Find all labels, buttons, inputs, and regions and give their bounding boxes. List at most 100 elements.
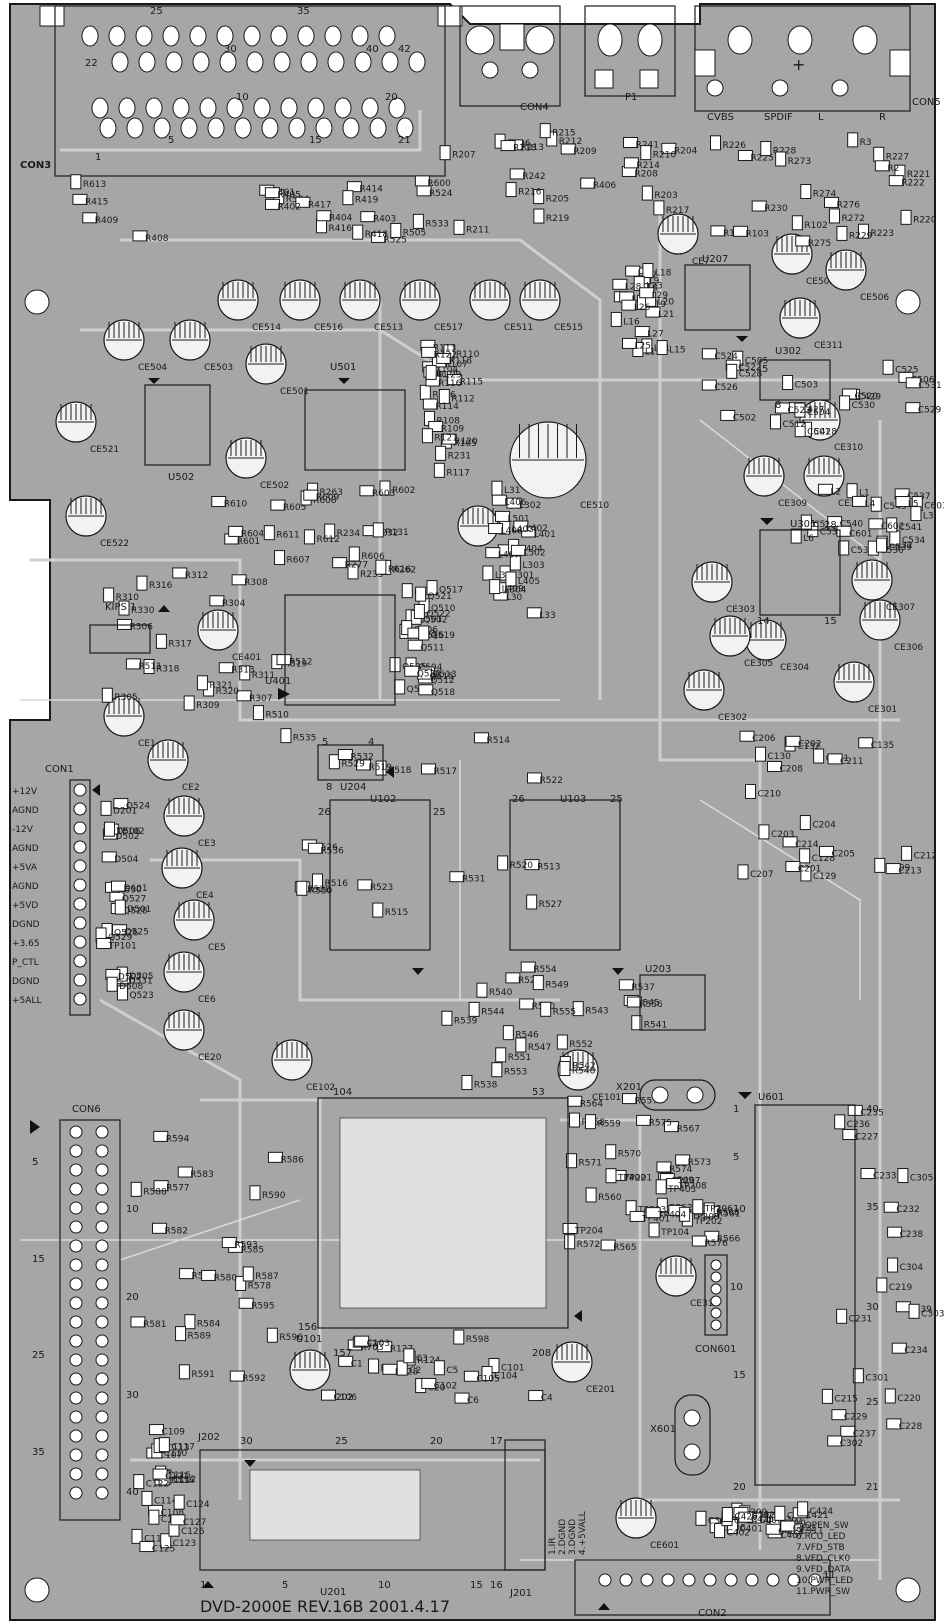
- ic-ref: U201: [320, 1587, 346, 1598]
- con6-pad: [95, 1258, 109, 1272]
- passive-component: Q514: [401, 583, 439, 599]
- passive-ref: R113: [433, 343, 456, 353]
- passive-ref: L302: [519, 501, 541, 511]
- passive-component: C203: [758, 824, 794, 840]
- con2-pin-label: 11.PWR_SW: [796, 1587, 850, 1597]
- crystal-ref: X601: [650, 1424, 676, 1435]
- p1-connector: P1: [584, 5, 676, 103]
- con2-pin-label: 5.OPEN_SW: [796, 1521, 849, 1531]
- passive-ref: R568: [716, 1208, 740, 1218]
- passive-component: L26: [621, 299, 651, 313]
- passive-ref: R122: [434, 350, 457, 360]
- con2-pad: [703, 1573, 717, 1587]
- passive-ref: TP207: [671, 1177, 700, 1187]
- passive-component: D501: [114, 899, 151, 915]
- passive-component: R592: [229, 1370, 266, 1384]
- con6-pin-number: 15: [32, 1254, 45, 1265]
- passive-component: L502: [510, 544, 546, 558]
- passive-ref: R582: [164, 1226, 187, 1236]
- passive-component: R600: [414, 175, 451, 189]
- passive-component: L409: [489, 579, 524, 595]
- passive-ref: R415: [85, 197, 108, 207]
- ic-pin: 10: [733, 1204, 746, 1215]
- passive-component: C228: [886, 1418, 922, 1432]
- passive-ref: R316: [149, 581, 173, 591]
- con5-jack-label: SPDIF: [764, 112, 793, 123]
- passive-ref: R580: [214, 1273, 238, 1283]
- passive-ref: R115: [460, 378, 483, 388]
- passive-ref: C236: [847, 1120, 871, 1130]
- passive-ref: Q531: [128, 977, 152, 987]
- passive-ref: C202: [798, 739, 821, 749]
- electrolytic-ref: CE5: [208, 943, 226, 953]
- passive-ref: Q526: [114, 928, 139, 938]
- passive-ref: Q522: [426, 609, 450, 619]
- passive-component: Q520: [404, 665, 442, 679]
- con5-connector: + CON5 CVBS SPDIF L R: [694, 5, 941, 123]
- passive-component: R117: [433, 462, 470, 478]
- passive-ref: Q520: [417, 669, 442, 679]
- passive-ref: R277: [345, 561, 368, 571]
- con6-pad: [69, 1182, 83, 1196]
- con3-pad: [388, 97, 406, 119]
- ic-ref: U207: [702, 254, 728, 265]
- passive-ref: C237: [853, 1429, 876, 1439]
- passive-component: R543: [572, 1001, 609, 1017]
- electrolytic-capacitor: CE4: [161, 847, 214, 901]
- passive-ref: R577: [166, 1184, 189, 1194]
- passive-component: R229: [836, 225, 873, 241]
- passive-ref: L4: [865, 499, 876, 509]
- passive-component: R559: [584, 1114, 621, 1130]
- passive-component: D601: [111, 880, 148, 894]
- passive-component: C227: [842, 1128, 878, 1142]
- passive-ref: L3: [923, 512, 934, 522]
- con6-pad: [69, 1448, 83, 1462]
- passive-ref: R566: [717, 1234, 741, 1244]
- passive-ref: C213: [898, 867, 921, 877]
- con1-pad: [73, 859, 87, 873]
- passive-ref: C540: [840, 520, 864, 530]
- electrolytic-capacitor: CE102: [271, 1039, 335, 1093]
- electrolytic-ref: CE504: [138, 363, 167, 373]
- con1-pin-label: AGND: [12, 806, 39, 816]
- passive-ref: R319: [284, 660, 308, 670]
- passive-component: R212: [546, 131, 582, 147]
- passive-component: C220: [884, 1388, 921, 1404]
- passive-ref: R104: [435, 365, 459, 375]
- con3-pad: [334, 97, 352, 119]
- passive-component: R127: [377, 1341, 413, 1355]
- con6-pad: [69, 1163, 83, 1177]
- ic-u502: U502: [144, 378, 211, 483]
- passive-component: C103: [354, 1335, 390, 1349]
- passive-component: R312: [172, 567, 208, 581]
- passive-ref: C107: [159, 1451, 182, 1461]
- passive-ref: R307: [249, 694, 272, 704]
- passive-ref: R529: [341, 760, 365, 770]
- passive-ref: R320: [216, 687, 240, 697]
- con6-pad: [95, 1201, 109, 1215]
- passive-ref: Q515: [430, 672, 454, 682]
- passive-ref: L9: [649, 277, 660, 287]
- passive-component: Q517: [426, 580, 463, 596]
- passive-component: C531: [905, 377, 942, 391]
- passive-component: R575: [636, 1114, 672, 1128]
- passive-component: R234: [324, 523, 360, 539]
- passive-component: L402: [513, 520, 548, 534]
- passive-component: R557: [621, 1093, 658, 1107]
- con3-pad: [408, 51, 426, 73]
- con3-pad: [351, 25, 369, 47]
- passive-ref: C111: [167, 1476, 190, 1486]
- passive-component: R209: [560, 143, 597, 157]
- ic-pin: 8: [326, 782, 332, 793]
- con6-pad: [95, 1182, 109, 1196]
- ic-ref: U103: [560, 794, 586, 805]
- passive-component: R210: [640, 145, 676, 161]
- electrolytic-capacitor: CE1: [103, 695, 156, 749]
- passive-ref: R610: [224, 500, 248, 510]
- passive-ref: C429: [858, 392, 882, 402]
- ic-pin: 157: [333, 1348, 352, 1359]
- passive-ref: R212: [559, 137, 582, 147]
- con3-pad: [216, 25, 234, 47]
- con3-pad: [118, 97, 136, 119]
